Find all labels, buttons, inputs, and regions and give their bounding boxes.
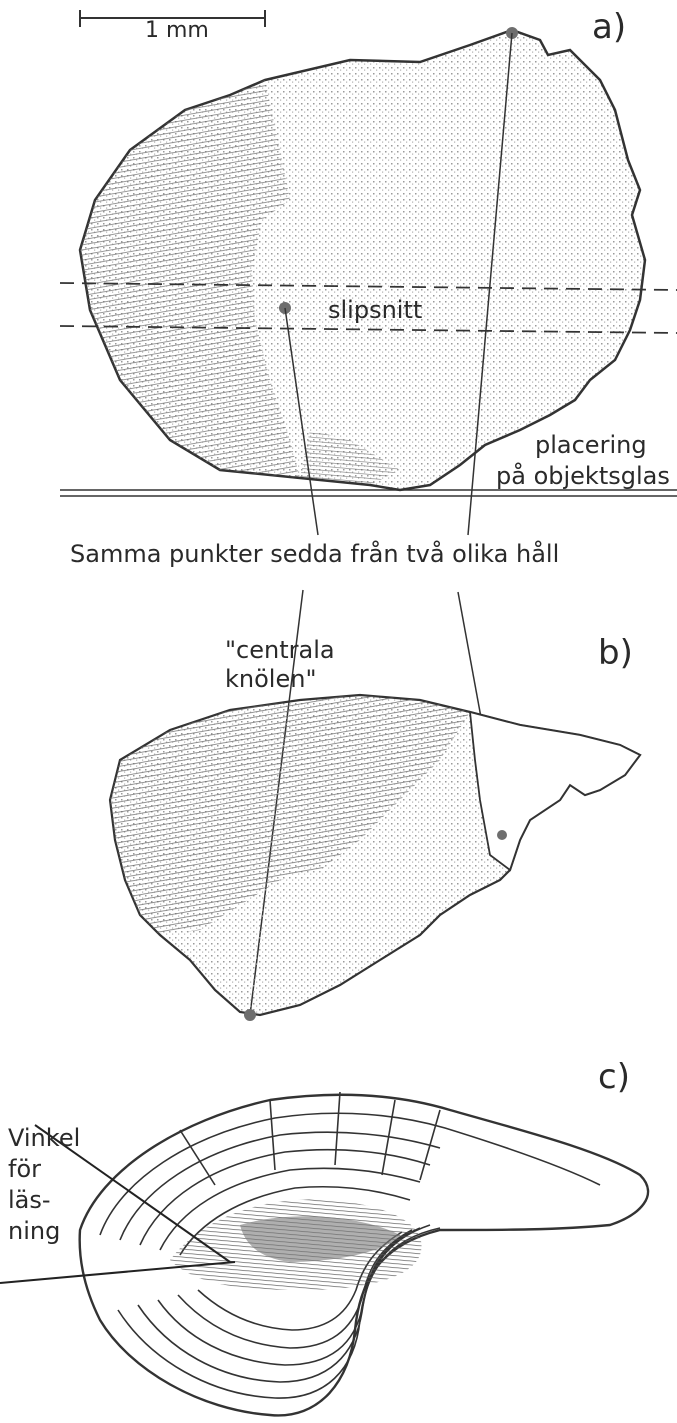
nucleus-label-line1: "centrala	[225, 638, 335, 662]
panel-a-letter: a)	[592, 10, 626, 44]
angle-label-line4: ning	[8, 1219, 60, 1243]
angle-label-line1: Vinkel	[8, 1126, 80, 1150]
point-b-bottom	[244, 1009, 256, 1021]
angle-label-line3: läs-	[8, 1188, 51, 1212]
section-label: slipsnitt	[328, 298, 422, 322]
nucleus-label-line2: knölen"	[225, 667, 316, 691]
placement-lines	[60, 490, 677, 496]
panel-b-otolith	[110, 695, 640, 1015]
panel-c-letter: c)	[598, 1060, 630, 1094]
point-b-lobe	[497, 830, 507, 840]
caption: Samma punkter sedda från två olika håll	[70, 542, 559, 566]
panel-a-otolith	[80, 30, 645, 490]
otolith-b-lobe	[470, 712, 640, 870]
placement-label-line1: placering	[535, 433, 647, 457]
panel-b-letter: b)	[598, 636, 633, 670]
scale-bar-label: 1 mm	[145, 20, 209, 42]
placement-label-line2: på objektsglas	[496, 464, 670, 488]
angle-label-line2: för	[8, 1157, 41, 1181]
